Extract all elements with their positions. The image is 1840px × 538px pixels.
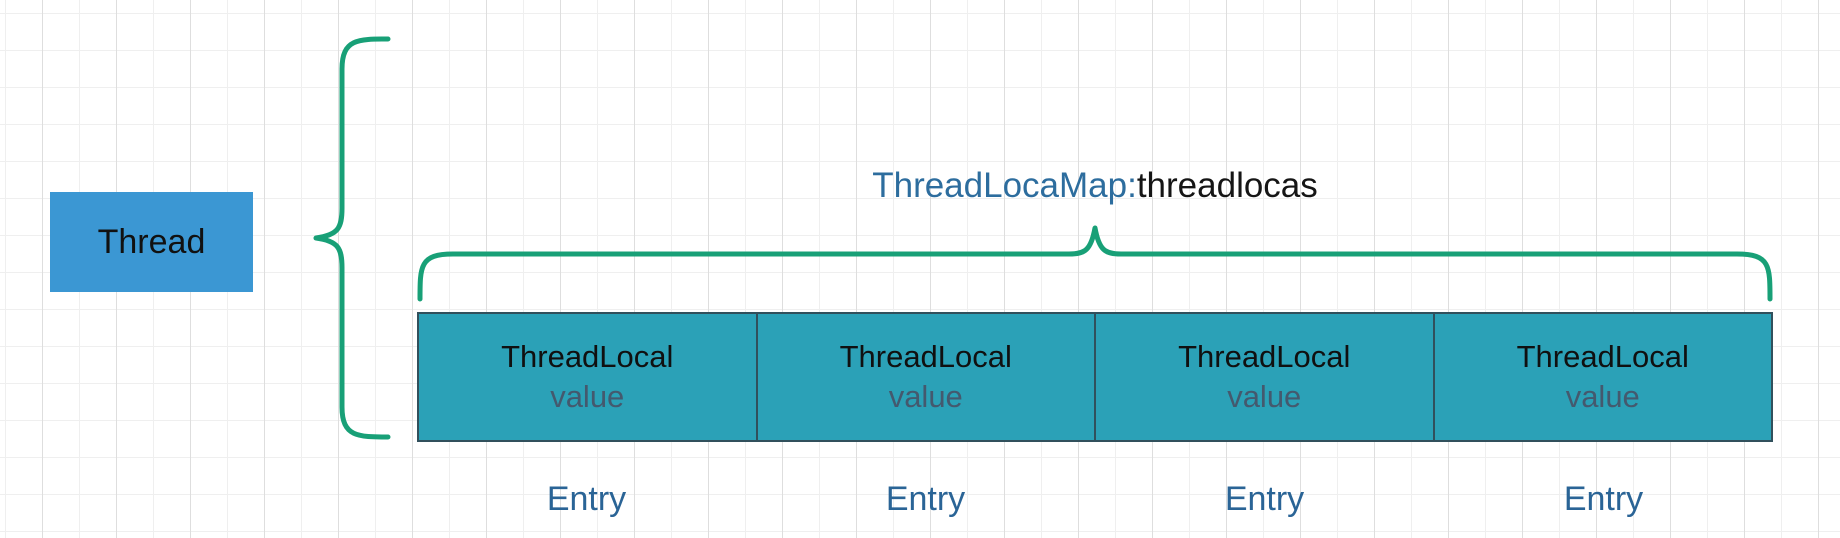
horizontal-curly-brace-icon (417, 225, 1773, 302)
map-title: ThreadLocaMap:threadlocas (417, 163, 1773, 209)
left-curly-brace-icon (313, 36, 391, 440)
entry-caption: Entry (885, 480, 966, 518)
entry-caption-row: Entry Entry Entry Entry (417, 477, 1773, 521)
entry-key-label: ThreadLocal (1516, 339, 1689, 374)
entry-value-label: value (550, 379, 625, 414)
entry-caption: Entry (546, 480, 627, 518)
entry-box-row: ThreadLocal value ThreadLocal value Thre… (417, 312, 1773, 442)
entry-value-label: value (1227, 379, 1302, 414)
map-class-name: ThreadLocaMap: (872, 166, 1137, 205)
entry-key-label: ThreadLocal (501, 339, 674, 374)
entry-caption: Entry (1224, 480, 1305, 518)
entry-key-label: ThreadLocal (839, 339, 1012, 374)
entry-value-label: value (888, 379, 963, 414)
entry-box: ThreadLocal value (417, 312, 758, 442)
thread-scope-brace (308, 36, 392, 440)
entry-box: ThreadLocal value (1432, 312, 1773, 442)
thread-box: Thread (50, 192, 253, 292)
map-scope-brace (417, 224, 1773, 302)
entry-caption: Entry (1563, 480, 1644, 518)
entry-box: ThreadLocal value (1094, 312, 1435, 442)
entry-box: ThreadLocal value (755, 312, 1096, 442)
map-field-name: threadlocas (1136, 166, 1318, 205)
entry-value-label: value (1565, 379, 1640, 414)
thread-box-label: Thread (97, 222, 206, 261)
entry-key-label: ThreadLocal (1178, 339, 1351, 374)
